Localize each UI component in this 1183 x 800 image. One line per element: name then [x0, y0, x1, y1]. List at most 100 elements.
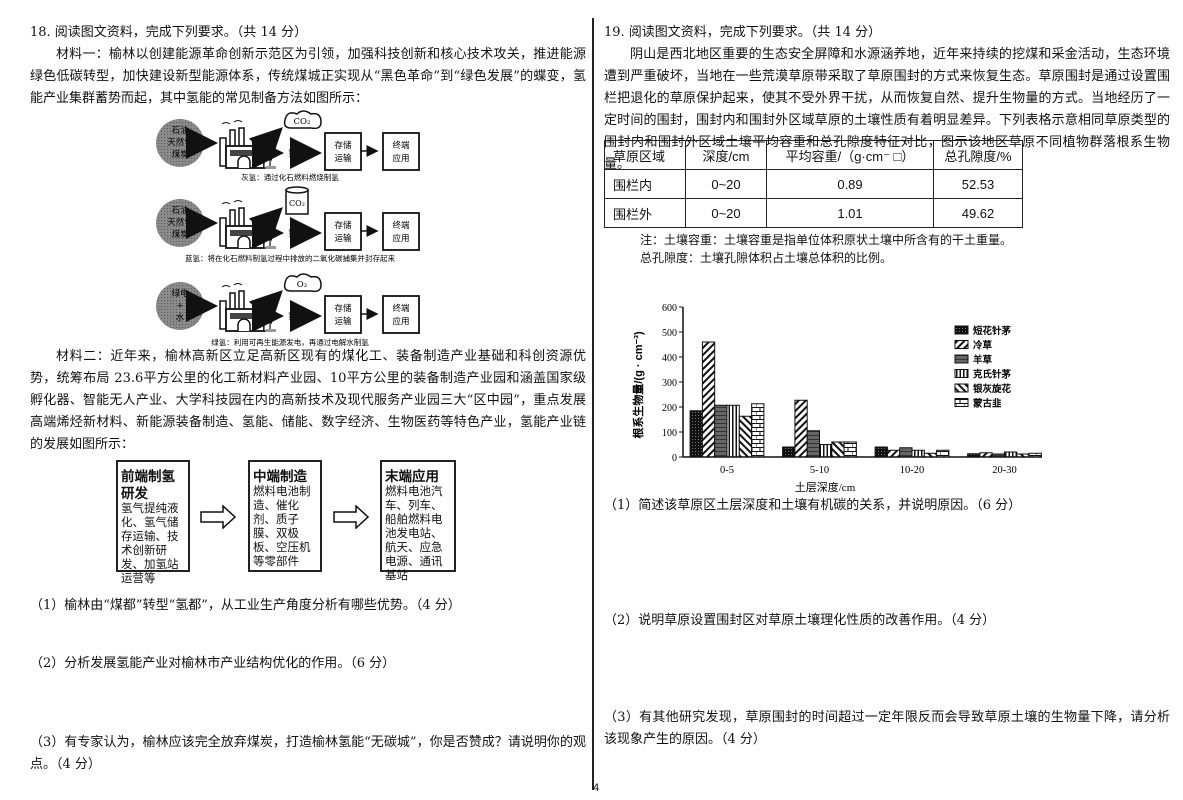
q18-material1: 材料一：榆林以创建能源革命创新示范区为引领，加强科技创新和核心技术攻关，推进能源… — [30, 47, 586, 106]
y-tick-label: 200 — [662, 403, 677, 414]
table-header: 平均容重/（g·cm⁻ □） — [766, 140, 934, 170]
bar-0-4 — [738, 415, 753, 458]
box-label: 运输 — [334, 316, 352, 327]
box-label: 应用 — [392, 153, 409, 164]
y-axis-title: 根系生物量/(g · cm⁻³) — [631, 331, 645, 439]
y-tick-label: 100 — [662, 428, 677, 439]
bar-2-3 — [911, 449, 925, 458]
q18-question-2: （2）分析发展氢能产业对榆林市产业结构优化的作用。（6 分） — [30, 656, 396, 671]
y-tick-label: 500 — [662, 328, 677, 339]
source-label: + — [176, 301, 183, 311]
legend-swatch — [954, 398, 969, 407]
q19-question-2: （2）说明草原设置围封区对草原土壤理化性质的改善作用。（4 分） — [604, 613, 996, 628]
chain-heading: 末端应用 — [385, 469, 439, 484]
product-label: 氢能 — [288, 227, 306, 239]
end-application-box — [382, 132, 420, 171]
end-application-box — [382, 295, 420, 334]
bar-0-5 — [751, 403, 765, 458]
bar-0-3 — [726, 404, 740, 458]
box-label: 存储 — [334, 140, 352, 151]
right-arrow-icon — [333, 505, 369, 529]
box-label: 运输 — [334, 153, 352, 164]
byproduct-label: CO₂ — [289, 199, 305, 208]
cloud-icon — [283, 273, 322, 293]
chain-heading: 中端制造 — [253, 469, 307, 484]
legend-label: 短花针茅 — [973, 325, 1012, 337]
q18-question-3: （3）有专家认为，榆林应该完全放弃煤炭，打造榆林氢能“无碳城”，你是否赞成？请说… — [30, 735, 586, 772]
chain-heading: 前端制氢研发 — [121, 469, 175, 501]
hydrogen-production-figure: 石油 天然气 煤炭 CO₂ 氢能 存储 运输 终端 应用 灰氢：通过化石燃料燃烧… — [156, 110, 420, 347]
bar-1-0 — [782, 446, 796, 458]
storage-tank-icon — [285, 186, 309, 215]
source-label: 煤炭 — [171, 149, 189, 160]
storage-transport-box — [324, 132, 362, 171]
box-label: 存储 — [334, 303, 352, 314]
x-tick-label: 0-5 — [720, 465, 734, 476]
factory-icon — [219, 119, 277, 170]
table-cell: 0~20 — [685, 169, 767, 199]
source-label: 绿电 — [171, 288, 189, 299]
figure-caption: 灰氢：通过化石燃料燃烧制氢 — [241, 172, 339, 182]
legend-label: 银灰旋花 — [973, 383, 1012, 395]
chain-items: 氢气提纯液化、氢气储存运输、技术创新研发、加氢站运营等 — [121, 503, 179, 585]
bar-1-2 — [806, 430, 820, 458]
chain-items: 燃料电池汽车、列车、船舶燃料电池发电站、航天、应急电源、通讯基站 — [385, 486, 443, 582]
legend-label: 克氏针茅 — [973, 369, 1012, 381]
legend-swatch — [954, 369, 969, 378]
legend-label: 羊草 — [973, 354, 993, 366]
table-cell: 0.89 — [766, 169, 934, 199]
figure-caption: 绿氢：利用可再生能源发电，再通过电解水制氢 — [211, 337, 369, 347]
bar-0-2 — [714, 404, 728, 458]
box-label: 终端 — [392, 303, 410, 314]
table-cell: 52.53 — [933, 169, 1023, 199]
box-label: 应用 — [392, 233, 409, 244]
table-header: 草原区域 — [604, 140, 686, 170]
legend-label: 冷草 — [973, 340, 993, 352]
chain-box-downstream: 末端应用 燃料电池汽车、列车、船舶燃料电池发电站、航天、应急电源、通讯基站 — [380, 460, 456, 582]
y-tick-label: 600 — [662, 303, 677, 314]
cloud-icon — [283, 110, 322, 130]
box-label: 运输 — [334, 233, 352, 244]
right-arrow-icon — [200, 505, 236, 529]
arrow-icon — [248, 127, 283, 162]
end-application-box — [382, 212, 420, 251]
table-header: 总孔隙度/% — [933, 140, 1023, 170]
bar-2-1 — [886, 449, 901, 458]
legend-swatch — [954, 354, 969, 364]
box-label: 应用 — [392, 316, 409, 327]
column-divider — [592, 18, 594, 790]
bar-1-1 — [794, 399, 808, 458]
bar-1-3 — [819, 444, 833, 458]
soil-property-table: 草原区域 深度/cm 平均容重/（g·cm⁻ □） 总孔隙度/% 围栏内 0~2… — [604, 140, 1023, 228]
chain-box-midstream: 中端制造 燃料电池制造、催化剂、质子膜、双极板、空压机等零部件 — [248, 460, 322, 572]
source-label: 煤炭 — [171, 229, 189, 240]
table-cell: 49.62 — [933, 198, 1023, 228]
arrow-icon — [248, 290, 283, 325]
q19-question-3: （3）有其他研究发现，草原围封的时间超过一定年限反而会导致草原土壤的生物量下降，… — [604, 710, 1170, 747]
box-label: 存储 — [334, 220, 352, 231]
chain-box-upstream: 前端制氢研发 氢气提纯液化、氢气储存运输、技术创新研发、加氢站运营等 — [116, 460, 190, 585]
source-label: 石油 — [171, 125, 188, 136]
q19-question-1: （1）简述该草原区土层深度和土壤有机碳的关系，并说明原因。（6 分） — [604, 498, 1022, 513]
table-note: 总孔隙度：土壤孔隙体积占土壤总体积的比例。 — [640, 251, 893, 265]
bar-1-5 — [843, 441, 857, 458]
q18-question-1: （1）榆林由“煤都”转型“氢都”，从工业生产角度分析有哪些优势。（4 分） — [30, 598, 461, 613]
box-label: 终端 — [392, 220, 410, 231]
bar-2-2 — [899, 447, 913, 458]
y-tick-label: 300 — [662, 378, 677, 389]
y-tick-label: 400 — [662, 353, 677, 364]
box-label: 终端 — [392, 140, 410, 151]
chain-items: 燃料电池制造、催化剂、质子膜、双极板、空压机等零部件 — [253, 486, 311, 568]
legend-swatch — [954, 383, 969, 393]
figure-row-green-hydrogen: 绿电 + 水 O₂ 氢能 存储 运输 终端 应用 绿氢：利用可再生能源发电，再通… — [156, 273, 420, 347]
table-header: 深度/cm — [685, 140, 767, 170]
q18-title: 18. 阅读图文资料，完成下列要求。（共 14 分） — [30, 25, 308, 40]
x-axis-title: 土层深度/cm — [795, 480, 856, 494]
table-cell: 围栏外 — [604, 198, 686, 228]
source-label: 石油 — [171, 205, 188, 216]
legend-swatch — [954, 340, 969, 349]
page-number: 4 — [593, 782, 600, 794]
x-tick-label: 5-10 — [810, 465, 829, 476]
